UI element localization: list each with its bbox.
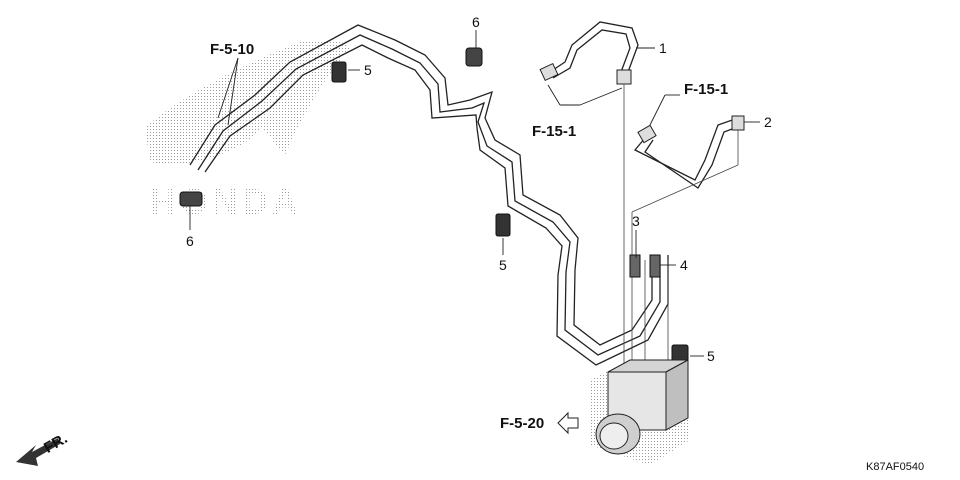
clip-part-6: [179, 47, 483, 207]
abs-modulator: [590, 359, 690, 465]
callout-6-top: 6: [472, 14, 480, 30]
pipe-fitting: [616, 69, 632, 85]
honda-watermark-text: HONDA: [150, 181, 302, 222]
figure-code: K87AF0540: [866, 461, 924, 473]
brake-pipe-main: [189, 24, 669, 366]
ref-label-right-top: F-15-1: [684, 81, 728, 98]
pipe-fitting: [731, 115, 745, 131]
callout-leaders: [189, 30, 760, 357]
ref-label-top-left: F-5-10: [210, 41, 254, 58]
pipe-fitting: [637, 124, 657, 144]
callout-5-top: 5: [364, 62, 372, 78]
pipe-fitting: [539, 62, 559, 82]
callout-6-left: 6: [186, 233, 194, 249]
honda-wing-watermark: [145, 40, 350, 165]
ref-label-center-top: F-15-1: [532, 123, 576, 140]
callout-4: 4: [680, 257, 688, 273]
callout-5-middle: 5: [499, 257, 507, 273]
front-arrow-icon: [16, 438, 60, 466]
callout-1: 1: [659, 40, 667, 56]
brake-pipe-2: [633, 117, 741, 189]
front-indicator-label: FR.: [41, 430, 70, 457]
callout-3: 3: [632, 213, 640, 229]
callout-5-right: 5: [707, 348, 715, 364]
brake-pipe-1: [549, 21, 639, 79]
leader-lines: [623, 84, 739, 385]
ref-label-bottom: F-5-20: [500, 415, 544, 432]
joint-part-4: [629, 254, 661, 278]
reference-arrow: [557, 411, 579, 435]
callout-2: 2: [764, 114, 772, 130]
